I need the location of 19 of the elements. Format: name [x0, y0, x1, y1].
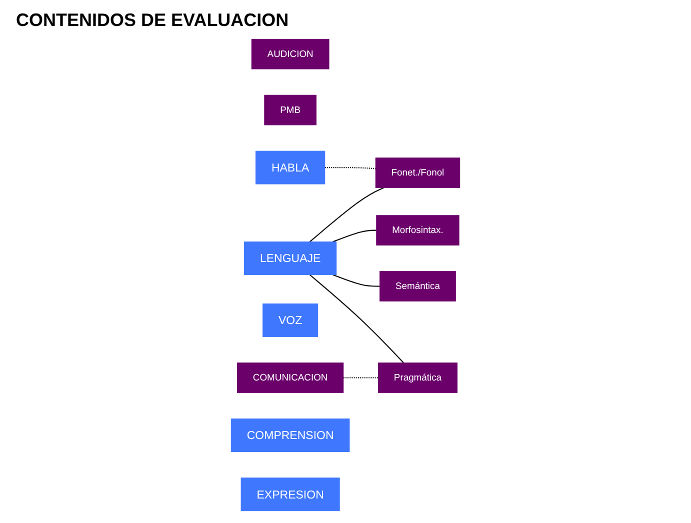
node-box: Morfosintax. [376, 215, 460, 246]
connector [309, 274, 404, 364]
node-box: HABLA [256, 150, 326, 184]
node-box: PMB [264, 94, 316, 126]
diagram-title: CONTENIDOS DE EVALUACION [16, 10, 290, 31]
node-box: VOZ [262, 304, 318, 337]
node-box: AUDICION [251, 38, 330, 70]
node-box: Fonet./Fonol [375, 158, 460, 188]
connector [332, 274, 380, 287]
connector [324, 167, 376, 170]
connector [309, 187, 384, 242]
node-box: EXPRESION [240, 478, 340, 512]
node-box: Pragmática [378, 362, 458, 393]
connector [343, 377, 378, 378]
node-box: LENGUAJE [244, 242, 337, 275]
connector [332, 230, 376, 242]
node-box: COMPRENSION [230, 418, 350, 452]
node-box: Semántica [380, 271, 456, 302]
node-box: COMUNICACION [236, 362, 344, 393]
